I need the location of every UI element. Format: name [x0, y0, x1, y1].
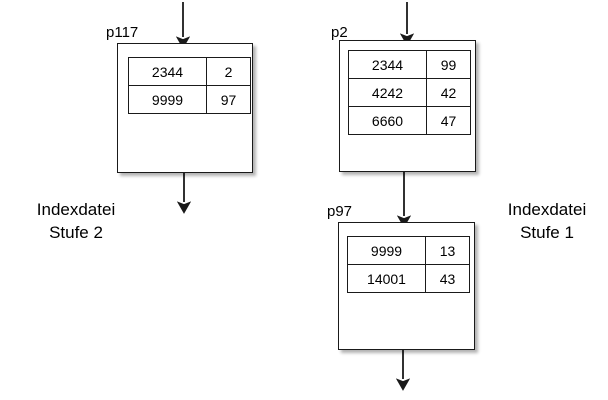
node-label-p2: p2	[331, 24, 348, 41]
caption-level-1-line2: Stufe 1	[520, 222, 574, 242]
entry-table-p97: 9999 13 14001 43	[347, 236, 470, 293]
node-label-p117: p117	[106, 24, 139, 41]
entry-key: 6660	[348, 106, 427, 135]
entry-key: 2344	[348, 50, 427, 79]
entry-pointer: 43	[425, 264, 470, 293]
table-row: 2344 99	[348, 50, 471, 79]
table-row: 2344 2	[128, 57, 251, 86]
table-row: 14001 43	[347, 264, 470, 293]
caption-level-2: Indexdatei Stufe 2	[0, 199, 152, 245]
entry-pointer: 2	[206, 57, 251, 86]
entry-key: 2344	[128, 57, 207, 86]
caption-level-2-line2: Stufe 2	[49, 222, 103, 242]
entry-key: 4242	[348, 78, 427, 107]
table-row: 6660 47	[348, 106, 471, 135]
entry-key: 14001	[347, 264, 426, 293]
table-row: 9999 97	[128, 85, 251, 114]
entry-table-p117: 2344 2 9999 97	[128, 57, 251, 114]
entry-pointer: 13	[425, 236, 470, 265]
entry-pointer: 42	[426, 78, 471, 107]
entry-pointer: 99	[426, 50, 471, 79]
table-row: 4242 42	[348, 78, 471, 107]
entry-key: 9999	[347, 236, 426, 265]
caption-level-1-line1: Indexdatei	[507, 200, 587, 219]
table-row: 9999 13	[347, 236, 470, 265]
caption-level-2-line1: Indexdatei	[36, 200, 116, 219]
node-label-p97: p97	[327, 203, 353, 220]
entry-pointer: 47	[426, 106, 471, 135]
caption-level-1: Indexdatei Stufe 1	[486, 199, 608, 245]
entry-table-p2: 2344 99 4242 42 6660 47	[348, 50, 471, 135]
entry-key: 9999	[128, 85, 207, 114]
entry-pointer: 97	[206, 85, 251, 114]
